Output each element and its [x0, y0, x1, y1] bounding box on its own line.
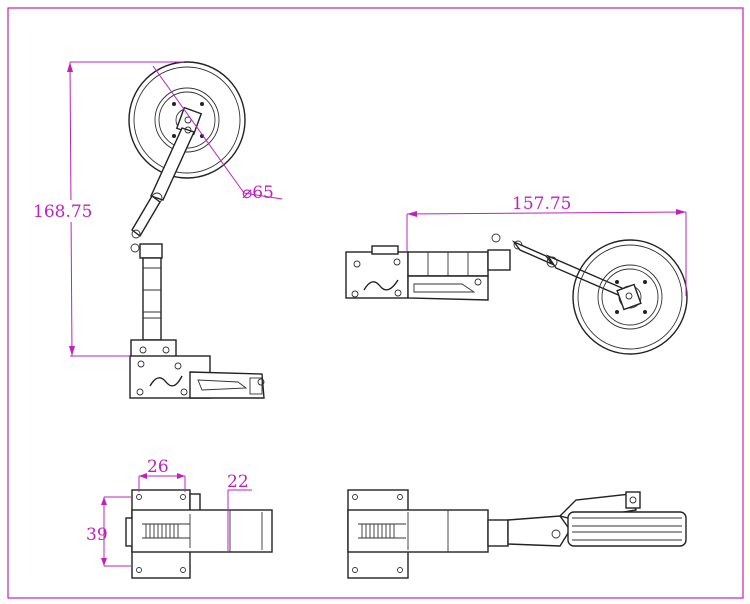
side-height-label: 168.75	[33, 202, 92, 222]
trailing-arm	[150, 127, 195, 201]
wheel-tire	[128, 61, 246, 179]
front-view	[125, 489, 273, 579]
bottom-width-label: 26	[147, 457, 169, 477]
dim-bottom-width: 26	[138, 457, 186, 492]
dim-bottom-height: 39	[86, 496, 132, 567]
retracted-tire-side	[567, 511, 687, 547]
bottom-height-label: 39	[86, 525, 108, 545]
dim-wheel-diameter: ⌀65	[152, 65, 283, 203]
dim-retracted-length: 157.75	[406, 194, 687, 296]
sheet-border	[7, 7, 744, 599]
bottom-depth-label: 22	[227, 472, 249, 492]
wheel-diameter-label: ⌀65	[242, 183, 274, 203]
dim-bottom-depth: 22	[227, 472, 252, 552]
oleo-strut	[142, 257, 162, 341]
side-view-retracted	[345, 233, 688, 355]
side-view-extended	[128, 61, 265, 399]
front-view-retracted	[347, 489, 687, 579]
dim-side-height: 168.75	[30, 61, 184, 357]
retracted-length-label: 157.75	[512, 194, 571, 214]
retracted-wheel	[572, 239, 688, 355]
